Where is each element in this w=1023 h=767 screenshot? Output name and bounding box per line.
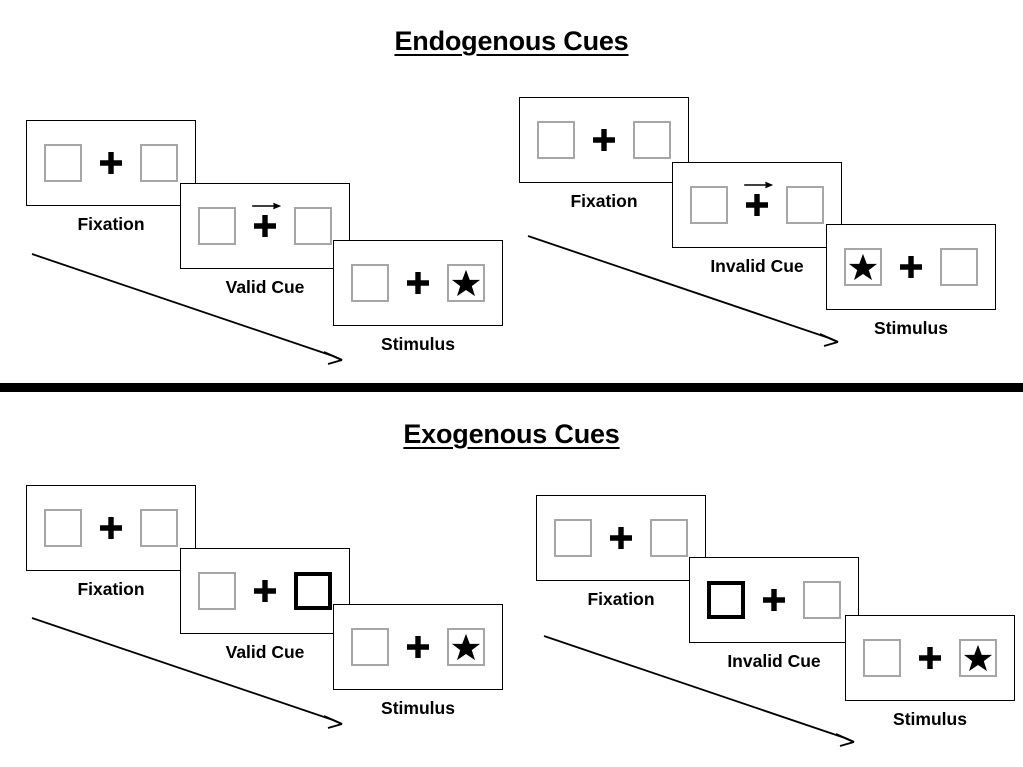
frame-label-exogenous-valid-cue: Valid Cue	[225, 642, 305, 662]
fixation-cross-slot	[744, 181, 774, 226]
plus-icon	[254, 215, 276, 237]
frame-label-endogenous-valid-stimulus: Stimulus	[381, 334, 455, 354]
plus-icon	[593, 129, 615, 151]
frame-endogenous-invalid-cue	[672, 162, 842, 248]
right-box	[959, 639, 997, 677]
right-box	[447, 264, 485, 302]
left-box	[351, 628, 389, 666]
plus-icon	[254, 580, 276, 602]
frame-exogenous-valid-cue	[180, 548, 350, 634]
time-arrow-exogenous-valid	[31, 617, 343, 729]
right-box-cued	[294, 572, 332, 610]
left-box	[44, 509, 82, 547]
frame-label-endogenous-invalid-fixation: Fixation	[570, 191, 638, 211]
right-box	[786, 186, 824, 224]
frame-label-exogenous-valid-fixation: Fixation	[77, 579, 145, 599]
frame-endogenous-valid-stimulus	[333, 240, 503, 326]
arrow-right-icon	[252, 202, 282, 210]
left-box	[198, 572, 236, 610]
left-box	[844, 248, 882, 286]
frame-label-endogenous-valid-fixation: Fixation	[77, 214, 145, 234]
frame-exogenous-valid-stimulus	[333, 604, 503, 690]
right-box	[650, 519, 688, 557]
plus-icon	[407, 272, 429, 294]
right-box	[140, 509, 178, 547]
fixation-cross-slot	[252, 570, 278, 612]
plus-icon	[763, 589, 785, 611]
left-box	[863, 639, 901, 677]
frame-label-exogenous-invalid-fixation: Fixation	[587, 589, 655, 609]
star-icon	[451, 633, 481, 661]
left-box	[198, 207, 236, 245]
frame-endogenous-invalid-fixation	[519, 97, 689, 183]
left-box	[351, 264, 389, 302]
star-icon	[451, 269, 481, 297]
right-box	[140, 144, 178, 182]
frame-label-endogenous-invalid-cue: Invalid Cue	[710, 256, 804, 276]
frame-exogenous-valid-fixation	[26, 485, 196, 571]
left-box-cued	[707, 581, 745, 619]
fixation-cross-slot	[917, 637, 943, 679]
star-icon	[963, 644, 993, 672]
fixation-cross-slot	[898, 246, 924, 288]
plus-icon	[610, 527, 632, 549]
plus-icon	[100, 152, 122, 174]
frame-label-endogenous-valid-cue: Valid Cue	[225, 277, 305, 297]
frame-label-exogenous-invalid-stimulus: Stimulus	[893, 709, 967, 729]
frame-label-exogenous-invalid-cue: Invalid Cue	[727, 651, 821, 671]
frame-endogenous-valid-cue	[180, 183, 350, 269]
frame-label-endogenous-invalid-stimulus: Stimulus	[874, 318, 948, 338]
fixation-cross-slot	[405, 626, 431, 668]
frame-exogenous-invalid-stimulus	[845, 615, 1015, 701]
fixation-cross-slot	[591, 119, 617, 161]
time-arrow-endogenous-valid	[31, 253, 343, 365]
left-box	[554, 519, 592, 557]
frame-endogenous-invalid-stimulus	[826, 224, 996, 310]
right-box	[294, 207, 332, 245]
time-arrow-endogenous-invalid	[527, 235, 839, 347]
arrow-right-icon	[744, 181, 774, 189]
plus-icon	[746, 194, 768, 216]
frame-label-exogenous-valid-stimulus: Stimulus	[381, 698, 455, 718]
right-box	[633, 121, 671, 159]
left-box	[690, 186, 728, 224]
plus-icon	[100, 517, 122, 539]
plus-icon	[900, 256, 922, 278]
frame-exogenous-invalid-fixation	[536, 495, 706, 581]
left-box	[537, 121, 575, 159]
fixation-cross-slot	[405, 262, 431, 304]
plus-icon	[919, 647, 941, 669]
section-divider	[0, 383, 1023, 392]
right-box	[940, 248, 978, 286]
time-arrow-exogenous-invalid	[543, 635, 855, 747]
star-icon	[848, 253, 878, 281]
fixation-cross-slot	[761, 579, 787, 621]
left-box	[44, 144, 82, 182]
fixation-cross-slot	[252, 202, 282, 247]
fixation-cross-slot	[608, 517, 634, 559]
section-title-endogenous: Endogenous Cues	[394, 26, 629, 56]
fixation-cross-slot	[98, 142, 124, 184]
plus-icon	[407, 636, 429, 658]
right-box	[447, 628, 485, 666]
right-box	[803, 581, 841, 619]
frame-exogenous-invalid-cue	[689, 557, 859, 643]
frame-endogenous-valid-fixation	[26, 120, 196, 206]
section-title-exogenous: Exogenous Cues	[403, 419, 620, 449]
fixation-cross-slot	[98, 507, 124, 549]
